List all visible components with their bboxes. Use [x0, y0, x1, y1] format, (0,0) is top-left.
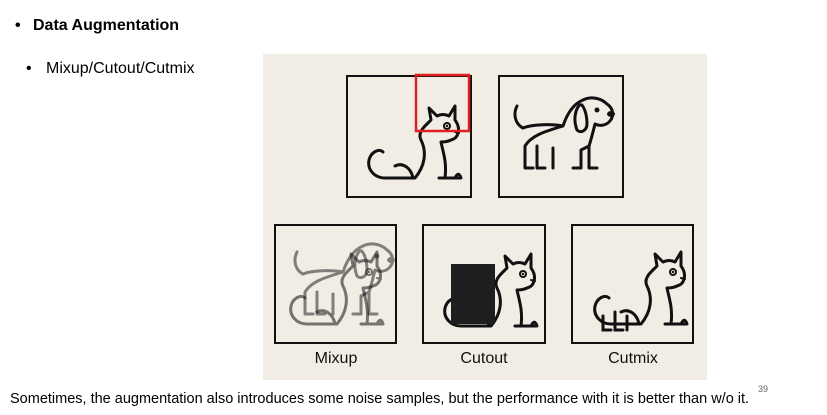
sub-bullet: • Mixup/Cutout/Cutmix	[26, 59, 195, 79]
main-bullet-text: Data Augmentation	[33, 17, 180, 34]
augmentation-figure: Mixup Cutout Cutmix	[263, 54, 707, 380]
footer-note: Sometimes, the augmentation also introdu…	[10, 391, 750, 407]
highlight-box	[414, 73, 471, 133]
cutout-cat-icon	[422, 224, 546, 344]
mixup-caption: Mixup	[314, 350, 358, 367]
augmentation-illustration	[274, 73, 694, 344]
cutout-caption: Cutout	[460, 350, 508, 367]
sub-bullet-text: Mixup/Cutout/Cutmix	[46, 60, 195, 77]
bullet-dot: •	[26, 60, 32, 77]
page-number: 39	[758, 384, 769, 394]
cutout-patch	[451, 264, 495, 324]
cutmix-caption: Cutmix	[608, 350, 658, 367]
cat-icon	[346, 75, 472, 198]
dog-icon	[498, 75, 624, 198]
cutmix-cat-dog-icon	[571, 224, 694, 344]
main-bullet: • Data Augmentation	[15, 16, 179, 36]
mixup-cat-dog-icon	[274, 224, 397, 344]
bullet-dot: •	[15, 17, 21, 34]
